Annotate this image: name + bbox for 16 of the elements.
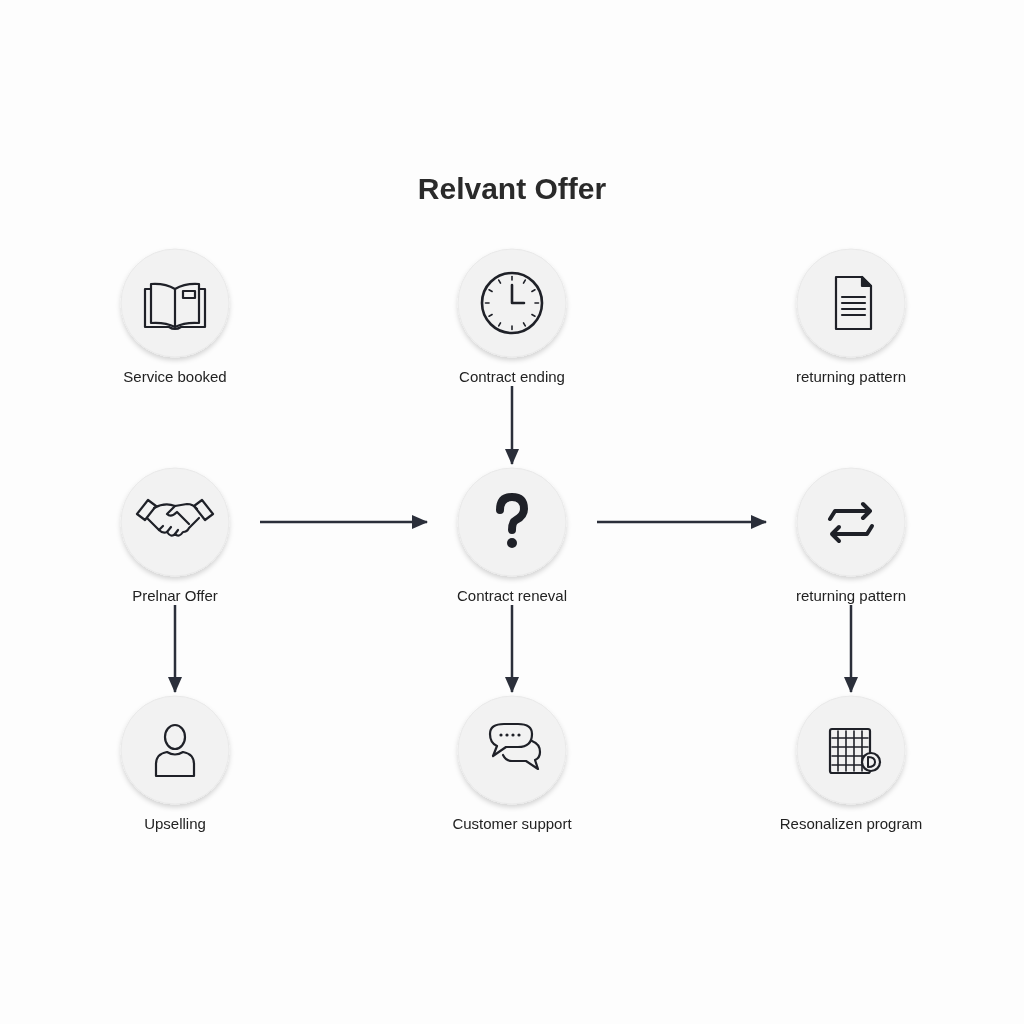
step-label: Contract ending [459, 368, 565, 386]
arrow [168, 605, 182, 693]
step-label: Customer support [452, 815, 572, 833]
step-label: returning pattern [795, 368, 907, 386]
step-label: Prelnar Offer [132, 587, 218, 605]
arrow [844, 605, 858, 693]
arrow [597, 515, 767, 529]
title: Relvant Offer [416, 171, 608, 207]
step-label: Service booked [123, 368, 227, 386]
step-label: Upselling [144, 815, 206, 833]
step-label: Contract reneval [456, 587, 568, 605]
arrow [505, 605, 519, 693]
arrow [505, 386, 519, 465]
step-label: returning pattern [795, 587, 907, 605]
arrow [260, 515, 428, 529]
step-label: Resonalizen program [779, 815, 923, 833]
